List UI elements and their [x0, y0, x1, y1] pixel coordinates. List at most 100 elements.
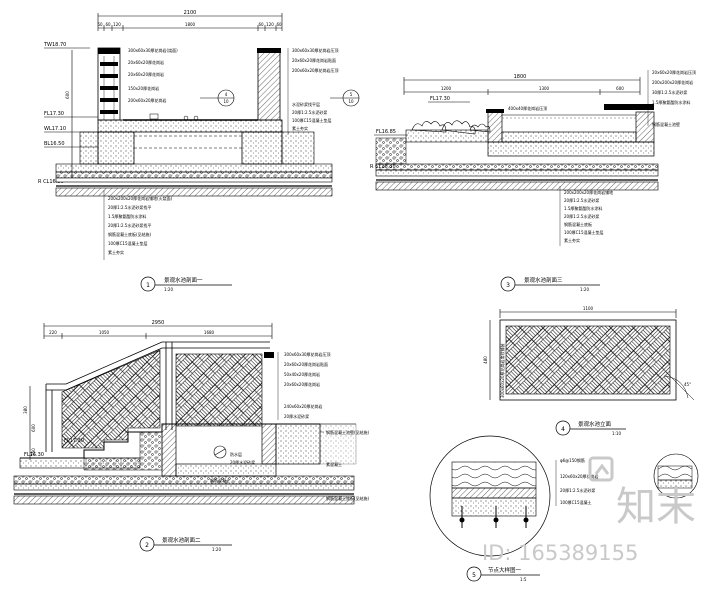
s3-callout-b5: 钢筋混凝土底板: [564, 221, 592, 227]
s2-dim-3: 1680: [204, 330, 215, 335]
s1-dim-top-2: 60: [105, 22, 111, 27]
s2-callout-r6: 20厚水泥砂浆: [284, 413, 309, 419]
s2-number: 2: [145, 542, 149, 549]
s1-callout-b1: 200x200x20厚花岗岩铺地(火烧面): [108, 195, 173, 201]
detail-5: φ6@150钢筋 120x60x20厚花岗岩 20厚1:2.5水泥砂浆 100厚…: [429, 435, 699, 582]
s3-callout-2: 200x200x20厚花岗岩: [652, 79, 693, 85]
s1-callout-b2: 20厚1:2.5水泥砂浆找平: [108, 204, 151, 210]
d5-callout-4: 100厚C15混凝土: [560, 499, 592, 505]
section-2: 2950 220 1050 1680 380 600 350: [13, 320, 370, 552]
d5-callout-2: 120x60x20厚花岗岩: [560, 473, 599, 479]
s2-title: 景观水池剖面二: [162, 536, 201, 544]
s3-callout-5: 钢筋混凝土池壁: [652, 121, 680, 127]
s1-level-fl: FL17.30: [44, 111, 64, 117]
s2-callout-mid3: 钢筋混凝土: [210, 477, 230, 483]
s1-callout-r7: 素土夯实: [292, 125, 308, 131]
section-3: 1800 1200 1300 600 FL17.30 FL16.85 R CL1…: [370, 69, 696, 292]
s1-callout-b3: 1.5厚聚氨酯防水涂料: [108, 213, 146, 219]
s1-callout-l4: 150x20厚花岗岩: [128, 85, 159, 91]
watermark-id: ID: 165389155: [482, 541, 638, 565]
s1-level-wl: WL17.10: [44, 126, 66, 132]
s2-callout-r3: 50x40x20厚花岗岩: [284, 371, 320, 377]
s1-dim-top-5: 60: [258, 22, 264, 27]
s3-dim-overall: 1800: [514, 74, 527, 80]
s3-scale: 1:20: [580, 287, 589, 292]
s3-callout-b2: 20厚1:2.5水泥砂浆: [564, 197, 599, 203]
s1-callout-l2: 20x60x20厚花岗岩: [128, 59, 164, 65]
s2-callout-r1: 300x60x30厚花岗岩压顶: [284, 351, 331, 357]
s1-callout-r1: 300x60x30厚花岗岩压顶: [292, 47, 339, 53]
s1-callout-b7: 素土夯实: [108, 249, 124, 255]
s1-callout-r6: 100厚C15混凝土垫层: [292, 117, 332, 123]
s3-callout-b3: 1.5厚聚氨酯防水涂料: [564, 205, 602, 211]
s2-scale: 1:20: [212, 547, 221, 552]
section-1: 2100 1800 50 60 120 60 120 60 600 TW18.7…: [38, 10, 360, 292]
s3-callout-b6: 100厚C15混凝土垫层: [564, 229, 604, 235]
p4-number: 4: [561, 426, 565, 433]
s3-inner-label: 400x40厚花岗岩压顶: [508, 105, 547, 111]
s1-title: 景观水池剖面一: [164, 276, 203, 284]
s2-level-fl2: FL16.30: [24, 452, 44, 458]
s2-dim-1: 220: [49, 330, 57, 335]
panel-4: 1100 480 300x60x20厚花岗岩席纹铺装 45° 4 景观水池立面 …: [483, 306, 695, 436]
s1-tag-b-num: 5: [350, 92, 353, 97]
s3-callout-3: 30厚1:2.5水泥砂浆: [652, 89, 687, 95]
d5-scale: 1:5: [520, 577, 527, 582]
s3-level-fl2: FL16.85: [376, 129, 396, 135]
d5-title: 节点大样图一: [488, 566, 522, 574]
s2-left-dim-1: 380: [23, 406, 28, 414]
s2-callout-low1: 钢筋混凝土池壁(见结施): [326, 429, 370, 435]
s1-dim-top-3: 120: [113, 22, 121, 27]
s3-dim-3: 600: [616, 86, 624, 91]
s1-dim-overall: 2100: [184, 10, 197, 16]
s2-dim-2: 1050: [99, 330, 110, 335]
s1-scale: 1:20: [164, 287, 173, 292]
d5-number: 5: [472, 572, 476, 579]
s2-callout-r5: 240x60x20厚花岗岩: [284, 403, 323, 409]
s2-callout-r4: 20x60x20厚花岗岩: [284, 381, 320, 387]
s1-callout-l5: 200x60x20厚花岗岩: [128, 97, 167, 103]
s1-callout-b4: 20厚1:2.5水泥砂浆找平: [108, 222, 151, 228]
s2-left-dim-2: 600: [31, 424, 36, 432]
s3-callout-1: 20x60x20厚花岗岩压顶: [652, 69, 696, 75]
s2-level-fl: FL17.30: [64, 438, 84, 444]
s1-callout-r2: 20x60x20厚花岗岩贴面: [292, 57, 336, 63]
s1-tag-a-num: 4: [225, 92, 228, 97]
s2-callout-mid1: 防水层: [230, 451, 242, 457]
s2-callout-low3: 钢筋混凝土底板(见结施): [326, 495, 370, 501]
s1-number: 1: [146, 282, 150, 289]
s2-dim-overall: 2950: [152, 320, 165, 326]
s3-callout-b4: 20厚1:2.5水泥砂浆: [564, 213, 599, 219]
p4-height-dim: 480: [483, 356, 488, 364]
s1-callout-l1: 300x60x30厚花岗岩(烧面): [128, 47, 178, 53]
s1-callout-r3: 200x60x20厚花岗岩压顶: [292, 67, 339, 73]
s1-callout-b6: 100厚C15混凝土垫层: [108, 240, 148, 246]
s1-tag-b-sheet: 10: [348, 99, 354, 104]
s1-tag-a-sheet: 10: [223, 99, 229, 104]
d5-callout-1: φ6@150钢筋: [560, 457, 585, 463]
s1-callout-l3: 20x60x20厚花岗岩: [128, 71, 164, 77]
s1-level-r: R CL16.30: [38, 179, 64, 185]
s1-callouts-right: 300x60x30厚花岗岩压顶 20x60x20厚花岗岩贴面 200x60x20…: [292, 47, 339, 131]
s3-number: 3: [506, 282, 510, 289]
watermark-brand: 知末: [616, 484, 696, 530]
s2-callout-mid2: 20厚水泥砂浆: [230, 459, 255, 465]
p4-title: 景观水池立面: [578, 420, 612, 428]
s2-callout-low2: 素混凝土: [326, 461, 342, 467]
s3-callout-b1: 200x200x20厚花岗岩铺地: [564, 189, 613, 195]
s1-callout-b5: 钢筋混凝土底板(见结施): [108, 231, 152, 237]
p4-width-dim: 1100: [583, 306, 594, 311]
watermark: 知末 ID: 165389155: [482, 456, 696, 565]
s1-level-tw: TW18.70: [43, 42, 66, 48]
s2-left-dim-3: 350: [31, 448, 36, 456]
d5-callout-3: 20厚1:2.5水泥砂浆: [560, 487, 595, 493]
s3-title: 景观水池剖面三: [524, 276, 563, 284]
p4-scale: 1:10: [612, 431, 621, 436]
s1-callouts-left: 300x60x30厚花岗岩(烧面) 20x60x20厚花岗岩 20x60x20厚…: [128, 47, 178, 103]
s1-callout-r5: 20厚1:2.5水泥砂浆: [292, 109, 327, 115]
p4-angle: 45°: [684, 382, 691, 387]
s1-dim-mid: 1800: [185, 22, 196, 27]
s3-callout-4: 1.5厚聚氨酯防水涂料: [652, 99, 690, 105]
s1-dim-top-7: 60: [276, 22, 282, 27]
